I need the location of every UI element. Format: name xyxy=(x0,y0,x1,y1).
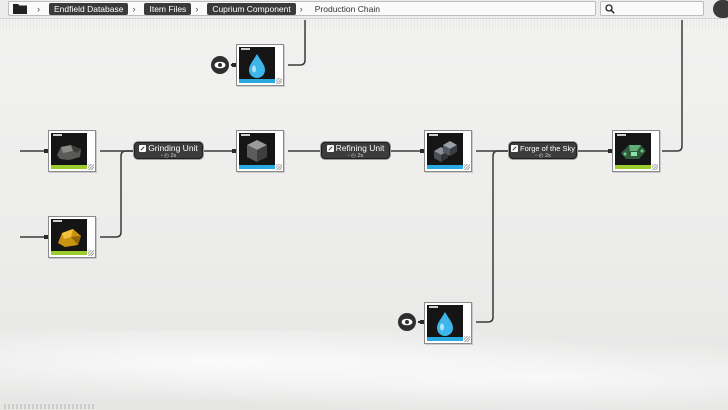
machine-forge-of-the-sky[interactable]: Forge of the Sky ◦ ◴ 2s xyxy=(509,142,577,159)
item-rarity-bar xyxy=(51,251,87,255)
item-rarity-tag xyxy=(53,134,62,136)
clock-icon: ◴ xyxy=(351,153,356,159)
water-drop-icon xyxy=(427,305,463,341)
item-rarity-tag xyxy=(241,134,250,136)
eye-icon xyxy=(401,318,413,326)
eye-link-dash xyxy=(231,64,235,66)
breadcrumb: › Endfield Database › Item Files › Cupri… xyxy=(8,1,596,16)
machine-time: ◦ ◴ 2s xyxy=(347,153,364,159)
machine-time-value: 2s xyxy=(170,153,177,159)
item-card-gold-ore[interactable] xyxy=(48,216,96,258)
machine-title: Refining Unit xyxy=(322,144,389,153)
chevron-right-icon: › xyxy=(37,3,40,14)
clock-icon: ◴ xyxy=(164,153,169,159)
component-graphic xyxy=(621,145,646,159)
card-corner-decoration xyxy=(276,78,282,84)
item-rarity-tag xyxy=(429,134,438,136)
chevron-right-icon: › xyxy=(299,3,303,14)
item-rarity-bar xyxy=(239,79,275,83)
background-floor xyxy=(0,330,728,410)
item-rarity-bar xyxy=(239,165,275,169)
machine-time-value: 2s xyxy=(357,153,364,159)
card-corner-decoration xyxy=(464,336,470,342)
machine-time-value: 2s xyxy=(545,153,551,159)
card-corner-decoration xyxy=(88,164,94,170)
machine-icon xyxy=(139,145,147,152)
breadcrumb-item-endfield-database[interactable]: Endfield Database xyxy=(49,2,129,15)
water-drop-graphic xyxy=(249,54,265,78)
item-rarity-bar xyxy=(427,165,463,169)
refined-block-graphic xyxy=(434,141,457,162)
clock-icon: ◴ xyxy=(538,153,544,159)
card-corner-decoration xyxy=(464,164,470,170)
machine-time: ◦ ◴ 2s xyxy=(535,153,551,159)
card-corner-decoration xyxy=(276,164,282,170)
search-input[interactable] xyxy=(617,2,705,17)
card-corner-decoration xyxy=(652,164,658,170)
machine-title: Forge of the Sky xyxy=(510,144,576,153)
item-card-water-bottom[interactable] xyxy=(424,302,472,344)
item-rarity-bar xyxy=(615,165,651,169)
water-drop-graphic xyxy=(437,312,453,336)
search-icon xyxy=(605,4,615,14)
eye-icon xyxy=(214,61,226,69)
search-box[interactable] xyxy=(600,1,705,17)
item-card-cuprium-component[interactable] xyxy=(612,130,660,172)
metal-powder-cube-icon xyxy=(239,133,275,169)
machine-name: Forge of the Sky xyxy=(519,144,576,153)
machine-icon xyxy=(326,145,334,152)
chevron-right-icon: › xyxy=(132,3,136,14)
visibility-toggle-top[interactable] xyxy=(211,56,229,74)
dark-ore-graphic xyxy=(57,145,81,160)
breadcrumb-item-cuprium-component[interactable]: Cuprium Component xyxy=(207,2,296,15)
back-button[interactable] xyxy=(713,0,728,18)
machine-refining-unit[interactable]: Refining Unit ◦ ◴ 2s xyxy=(321,142,390,159)
machine-grinding-unit[interactable]: Grinding Unit ◦ ◴ 2s xyxy=(134,142,203,159)
item-rarity-tag xyxy=(53,220,62,222)
machine-title: Grinding Unit xyxy=(135,144,202,153)
dark-ore-chunk-icon xyxy=(51,133,87,169)
item-rarity-tag xyxy=(429,306,438,308)
cuprium-component-icon xyxy=(615,133,651,169)
item-rarity-tag xyxy=(241,48,250,50)
item-rarity-tag xyxy=(617,134,626,136)
refined-block-icon xyxy=(427,133,463,169)
folder-icon[interactable] xyxy=(13,3,27,14)
breadcrumb-current: Production Chain xyxy=(314,3,380,14)
breadcrumb-item-item-files[interactable]: Item Files xyxy=(144,2,192,15)
machine-time: ◦ ◴ 2s xyxy=(160,153,177,159)
top-bar-texture xyxy=(0,18,728,28)
water-drop-icon xyxy=(239,47,275,83)
item-rarity-bar xyxy=(51,165,87,169)
visibility-toggle-bottom[interactable] xyxy=(398,313,416,331)
footer-decoration xyxy=(4,404,94,409)
gold-ore-graphic xyxy=(58,229,81,247)
item-card-dark-ore[interactable] xyxy=(48,130,96,172)
machine-icon xyxy=(510,145,518,152)
item-rarity-bar xyxy=(427,337,463,341)
item-card-water-top[interactable] xyxy=(236,44,284,86)
gold-ore-icon xyxy=(51,219,87,255)
eye-link-dash xyxy=(418,321,422,323)
item-card-powder-cube[interactable] xyxy=(236,130,284,172)
machine-name: Grinding Unit xyxy=(148,143,198,153)
machine-name: Refining Unit xyxy=(335,143,385,153)
chevron-right-icon: › xyxy=(195,3,199,14)
cube-graphic xyxy=(247,140,267,162)
card-corner-decoration xyxy=(88,250,94,256)
item-card-refined-block[interactable] xyxy=(424,130,472,172)
